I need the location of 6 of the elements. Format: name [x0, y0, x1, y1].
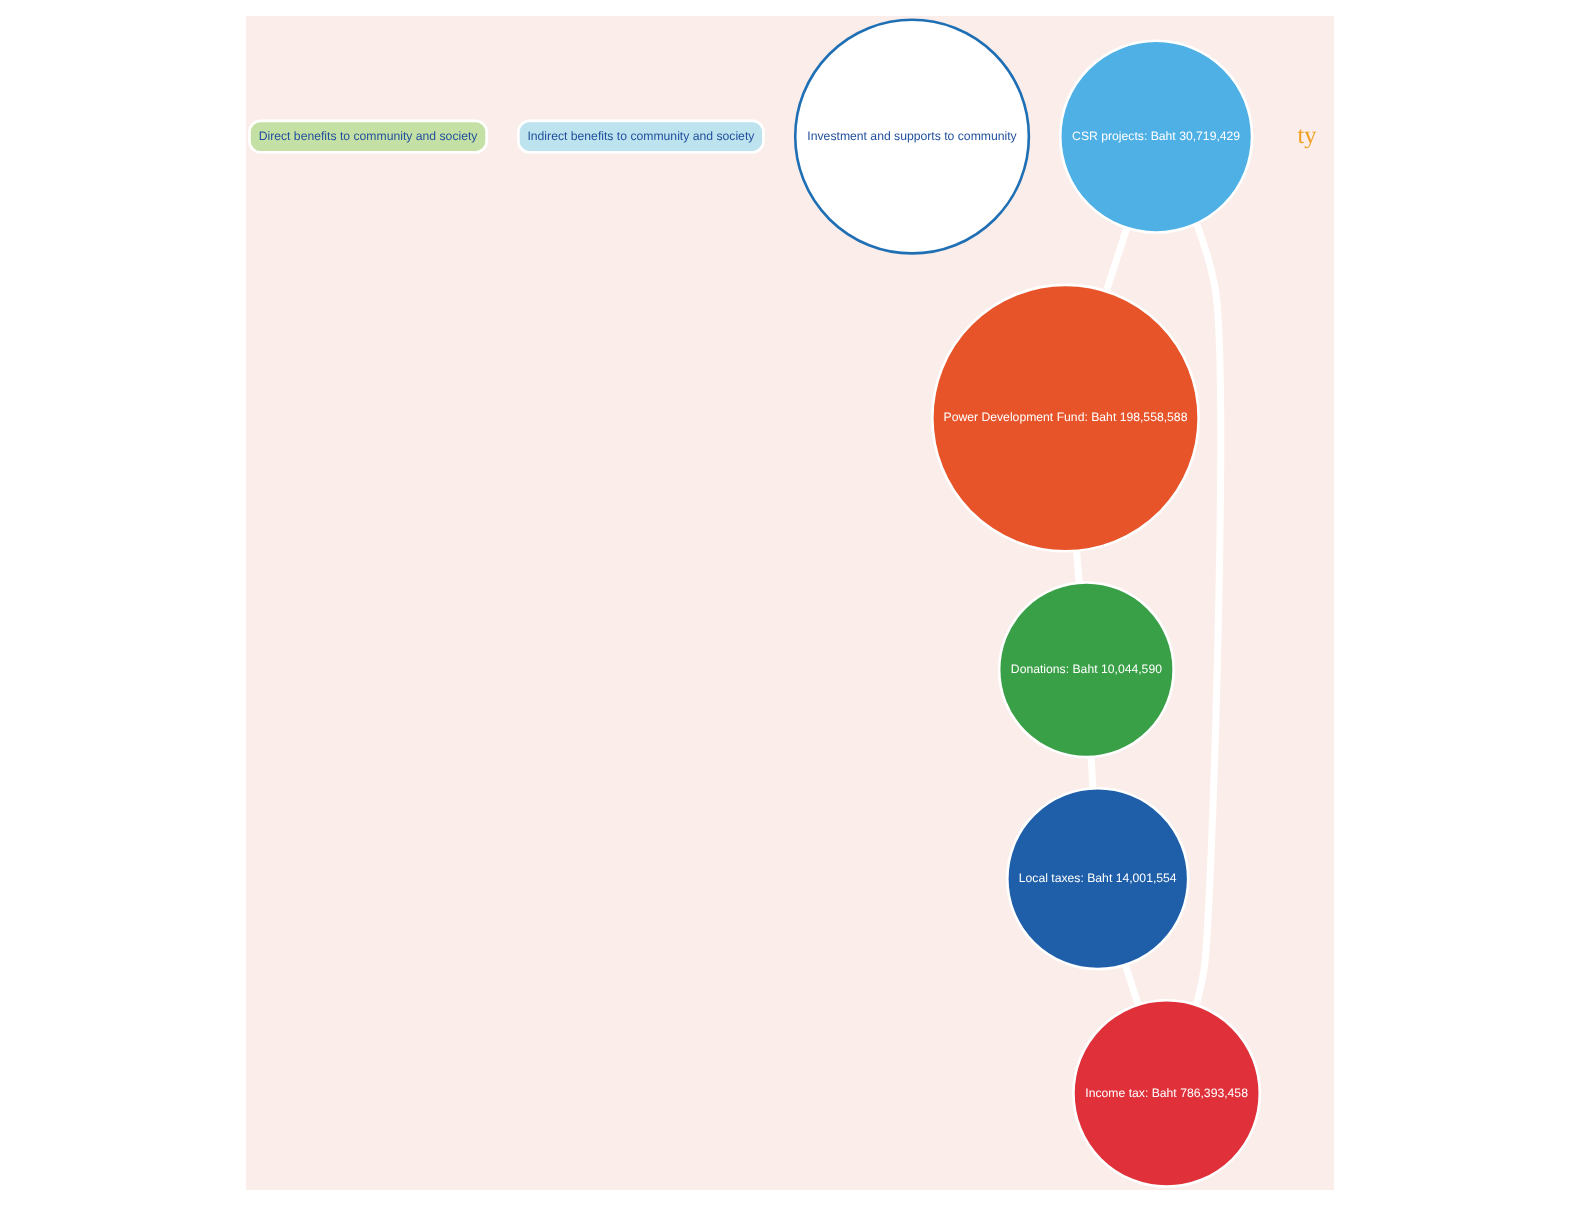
connector [1086, 756, 1096, 789]
connector [1191, 222, 1223, 1007]
connector [1072, 550, 1082, 583]
connector [1102, 226, 1130, 293]
connector [1121, 963, 1141, 1006]
label: ty [1296, 120, 1316, 149]
